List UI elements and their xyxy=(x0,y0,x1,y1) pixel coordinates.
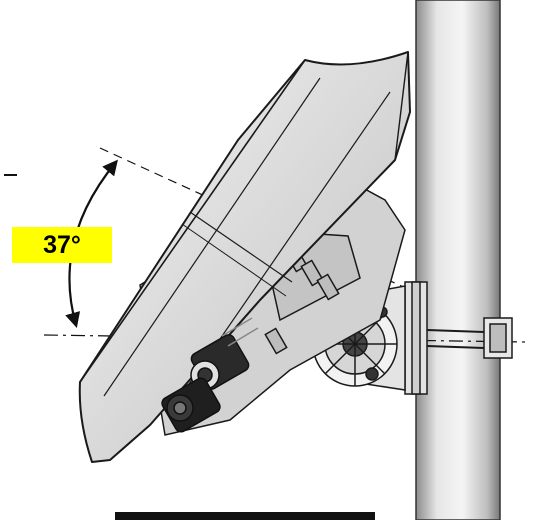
bottom-bar xyxy=(115,512,375,520)
angle-label: 37° xyxy=(12,227,112,263)
pole-bracket xyxy=(404,281,513,395)
cable-connector-upper xyxy=(190,317,259,390)
pole xyxy=(415,0,501,520)
cable-connector-lower xyxy=(161,377,221,433)
